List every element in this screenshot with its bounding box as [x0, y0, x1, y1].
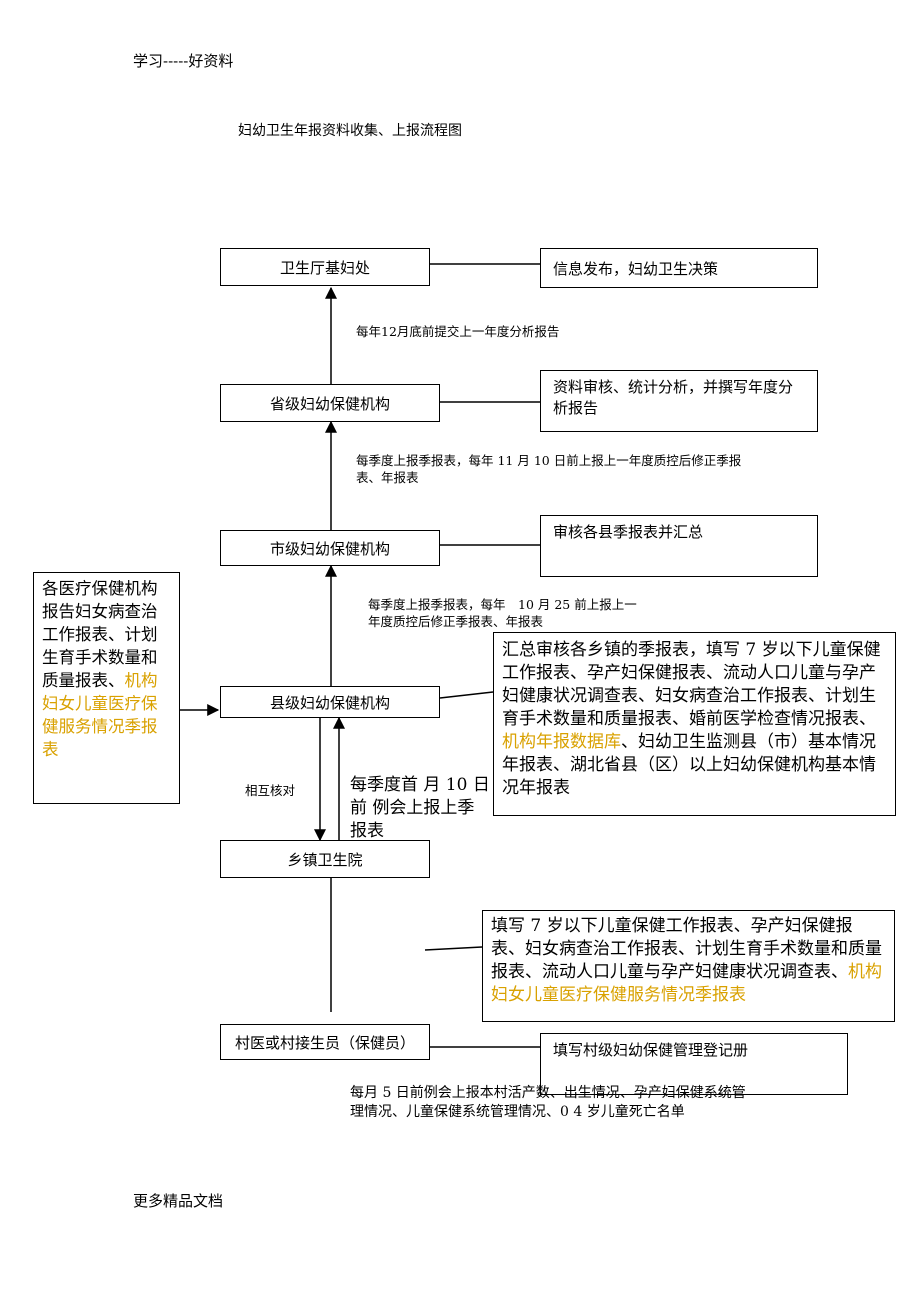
box-provincial-task: 资料审核、统计分析，并撰写年度分析报告 [540, 370, 818, 432]
node-township: 乡镇卫生院 [220, 840, 430, 878]
page-footer: 更多精品文档 [133, 1192, 224, 1210]
box-village-task: 填写村级妇幼保健管理登记册 [540, 1033, 848, 1095]
county-task-text: 汇总审核各乡镇的季报表，填写 7 岁以下儿童保健工作报表、孕产妇保健报表、流动人… [502, 640, 881, 729]
box-county-task: 汇总审核各乡镇的季报表，填写 7 岁以下儿童保健工作报表、孕产妇保健报表、流动人… [493, 632, 896, 816]
box-info-release: 信息发布，妇幼卫生决策 [540, 248, 818, 288]
node-county: 县级妇幼保健机构 [220, 686, 440, 718]
label-city-to-prov: 每季度上报季报表，每年 11 月 10 日前上报上一年度质控后修正季报表、年报表 [356, 453, 742, 485]
node-health-dept: 卫生厅基妇处 [220, 248, 430, 286]
node-provincial: 省级妇幼保健机构 [220, 384, 440, 422]
label-township-to-county: 每季度首 月 10 日前 例会上报上季报表 [350, 775, 490, 841]
township-task-highlight: 机构妇女儿童医疗保健服务情况季报表 [491, 962, 882, 1005]
label-county-to-city: 每季度上报季报表，每年 10 月 25 前上报上一年度质控后修正季报表、年报表 [368, 597, 637, 629]
county-task-text-2: 、妇幼卫生监测县（市）基本情况年报表、湖北省县（区）以上妇幼保健机构基本情况年报… [502, 732, 876, 798]
label-prov-to-dept: 每年12月底前提交上一年度分析报告 [356, 324, 560, 339]
box-city-task: 审核各县季报表并汇总 [540, 515, 818, 577]
box-medical-institutions: 各医疗保健机构报告妇女病查治工作报表、计划生育手术数量和质量报表、机构妇女儿童医… [33, 572, 180, 804]
label-mutual-check: 相互核对 [245, 783, 296, 798]
page-title: 妇幼卫生年报资料收集、上报流程图 [238, 123, 462, 139]
box-township-task: 填写 7 岁以下儿童保健工作报表、孕产妇保健报表、妇女病查治工作报表、计划生育手… [482, 910, 895, 1022]
township-task-text: 填写 7 岁以下儿童保健工作报表、孕产妇保健报表、妇女病查治工作报表、计划生育手… [491, 916, 882, 982]
connector-county-task [439, 691, 494, 699]
connector-township-task [424, 946, 483, 951]
node-city: 市级妇幼保健机构 [220, 530, 440, 566]
county-task-highlight: 机构年报数据库 [502, 732, 621, 752]
medical-text: 各医疗保健机构报告妇女病查治工作报表、计划生育手术数量和质量报表、 [42, 579, 158, 690]
label-village-to-township: 每月 5 日前例会上报本村活产数、出生情况、孕产妇保健系统管理情况、儿童保健系统… [350, 1085, 746, 1120]
page-header: 学习-----好资料 [133, 52, 234, 70]
node-village: 村医或村接生员（保健员） [220, 1024, 430, 1060]
medical-highlight: 机构妇女儿童医疗保健服务情况季报表 [42, 671, 158, 759]
